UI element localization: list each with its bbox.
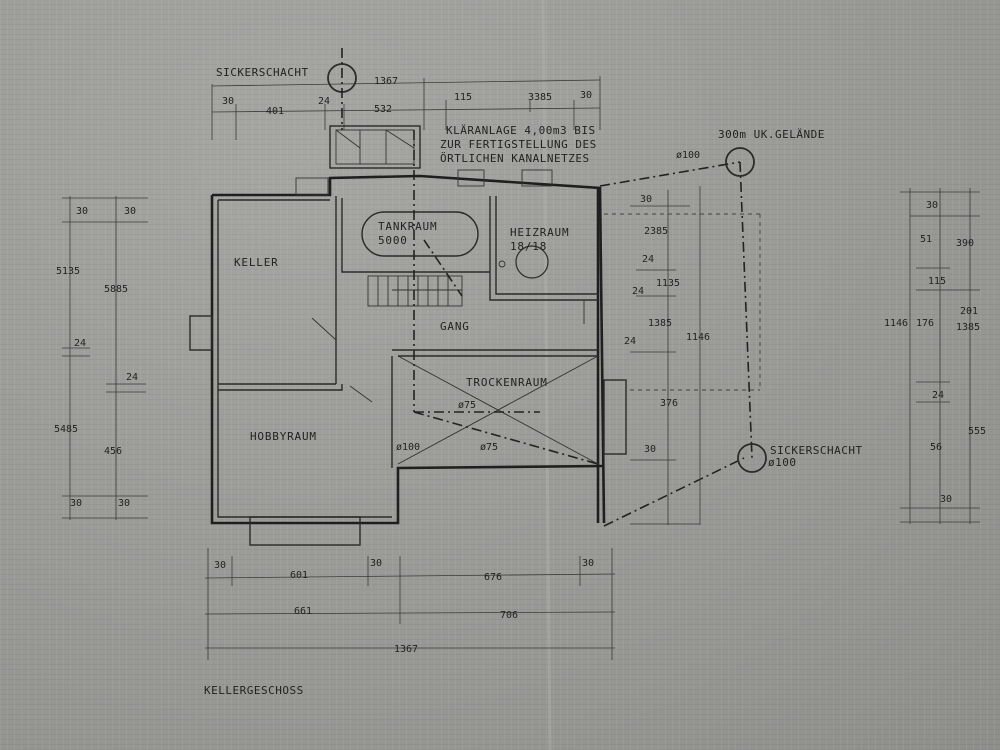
paper-fold: [541, 0, 552, 750]
inner-right-dimensions: [630, 186, 701, 525]
bottom-dim-706: 706: [500, 610, 518, 621]
bottom-dim-30b: 30: [370, 558, 382, 569]
room-keller: KELLER: [234, 256, 279, 269]
inner-dim-30b: 30: [644, 444, 656, 455]
left-dim-5885: 5885: [104, 284, 128, 295]
top-dim-401: 401: [266, 106, 284, 117]
far-dim-1385: 1385: [956, 322, 980, 333]
room-trockenraum: TROCKENRAUM: [466, 376, 548, 389]
bottom-dim-601: 601: [290, 570, 308, 581]
left-dim-5135: 5135: [56, 266, 80, 277]
room-gang: GANG: [440, 320, 470, 333]
tank-volume: 5000: [378, 234, 408, 247]
annotation-labels: SICKERSCHACHT KLÄRANLAGE 4,00m3 BIS ZUR …: [204, 66, 863, 697]
far-dim-1146: 1146: [884, 318, 908, 329]
far-right-dimensions: [900, 188, 980, 524]
pipe-75-b-label: ø75: [480, 442, 498, 453]
inner-dim-24a: 24: [642, 254, 654, 265]
pipe-100-left-label: ø100: [396, 442, 420, 453]
top-dimension-labels: 1367 30 401 24 532 115 3385 30: [222, 76, 592, 117]
tank: [361, 211, 479, 257]
heizraum-size: 18/18: [510, 240, 547, 253]
top-dim-24: 24: [318, 96, 330, 107]
bottom-dimension-labels: 30 601 30 676 30 661 706 1367: [214, 558, 594, 655]
far-right-dimension-labels: 30 51 390 115 1146 176 201 1385 24 555 5…: [884, 200, 986, 505]
drain-pipes: [413, 130, 753, 527]
far-dim-30b: 30: [940, 494, 952, 505]
inner-dim-30a: 30: [640, 194, 652, 205]
top-dim-3385: 3385: [528, 92, 552, 103]
top-dim-532: 532: [374, 104, 392, 115]
left-dimensions: [62, 196, 148, 520]
far-dim-201: 201: [960, 306, 978, 317]
bottom-dim-overall: 1367: [394, 644, 418, 655]
outer-walls: [189, 169, 627, 546]
far-dim-176: 176: [916, 318, 934, 329]
inner-dim-24c: 24: [624, 336, 636, 347]
inner-dim-2385: 2385: [644, 226, 668, 237]
bottom-dim-30c: 30: [582, 558, 594, 569]
left-dim-24a: 24: [74, 338, 86, 349]
heater-boiler: [515, 245, 549, 279]
inner-dim-376: 376: [660, 398, 678, 409]
inner-dim-1385: 1385: [648, 318, 672, 329]
left-dim-5485: 5485: [54, 424, 78, 435]
room-hobbyraum: HOBBYRAUM: [250, 430, 317, 443]
left-dim-30c: 30: [70, 498, 82, 509]
far-dim-115: 115: [928, 276, 946, 287]
top-dim-30a: 30: [222, 96, 234, 107]
top-dimensions: [211, 76, 601, 140]
bottom-dim-661: 661: [294, 606, 312, 617]
klaeranlage-line-3: ÖRTLICHEN KANALNETZES: [440, 152, 590, 165]
left-dim-456: 456: [104, 446, 122, 457]
far-dim-24: 24: [932, 390, 944, 401]
inner-dim-1146: 1146: [686, 332, 710, 343]
sickerschacht-top: [327, 48, 357, 130]
pipe-75-a-label: ø75: [458, 400, 476, 411]
far-dim-390: 390: [956, 238, 974, 249]
left-dim-24b: 24: [126, 372, 138, 383]
far-dim-51: 51: [920, 234, 932, 245]
gelaende-shaft: [725, 147, 755, 177]
sickerschacht-right-dia: ø100: [768, 456, 797, 469]
far-dim-56: 56: [930, 442, 942, 453]
inner-dim-24b: 24: [632, 286, 644, 297]
gelaende-label: 300m UK.GELÄNDE: [718, 128, 825, 141]
interior-walls: [218, 196, 598, 468]
klaeranlage-box: [329, 125, 421, 169]
left-dim-30b: 30: [124, 206, 136, 217]
room-tankraum: TANKRAUM: [378, 220, 437, 233]
top-dim-115: 115: [454, 92, 472, 103]
klaeranlage-line-1: KLÄRANLAGE 4,00m3 BIS: [446, 124, 596, 137]
sickerschacht-right-label: SICKERSCHACHT: [770, 444, 863, 457]
pipe-100-top-label: ø100: [676, 150, 700, 161]
room-labels: KELLER TANKRAUM 5000 HEIZRAUM 18/18 GANG…: [234, 220, 569, 443]
bottom-dimensions: [204, 548, 616, 660]
bottom-dim-676: 676: [484, 572, 502, 583]
sickerschacht-top-label: SICKERSCHACHT: [216, 66, 309, 79]
trockenraum-cross: [397, 355, 599, 465]
sickerschacht-right: [737, 443, 767, 473]
right-dashed-outline: [604, 213, 761, 391]
klaeranlage-line-2: ZUR FERTIGSTELLUNG DES: [440, 138, 597, 151]
bottom-dim-30a: 30: [214, 560, 226, 571]
far-dim-30a: 30: [926, 200, 938, 211]
far-dim-555: 555: [968, 426, 986, 437]
top-dim-30b: 30: [580, 90, 592, 101]
top-dim-overall: 1367: [374, 76, 398, 87]
left-dim-30d: 30: [118, 498, 130, 509]
stairs: [367, 275, 463, 307]
left-dimension-labels: 30 30 5135 5885 24 24 5485 456 30 30: [54, 206, 138, 509]
drawing-title: KELLERGESCHOSS: [204, 684, 304, 697]
inner-right-dimension-labels: 30 2385 24 24 1135 1385 24 1146 376 30: [624, 194, 710, 455]
room-heizraum: HEIZRAUM: [510, 226, 569, 239]
heater-outlet: [498, 260, 506, 268]
inner-dim-1135: 1135: [656, 278, 680, 289]
left-dim-30a: 30: [76, 206, 88, 217]
